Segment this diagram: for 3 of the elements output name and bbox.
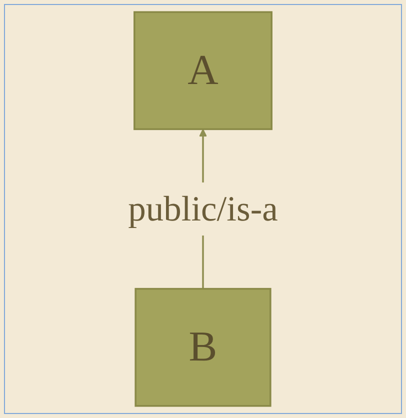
node-box: B: [134, 288, 272, 407]
edge-label: public/is-a: [128, 188, 278, 229]
node-box: A: [134, 11, 272, 130]
